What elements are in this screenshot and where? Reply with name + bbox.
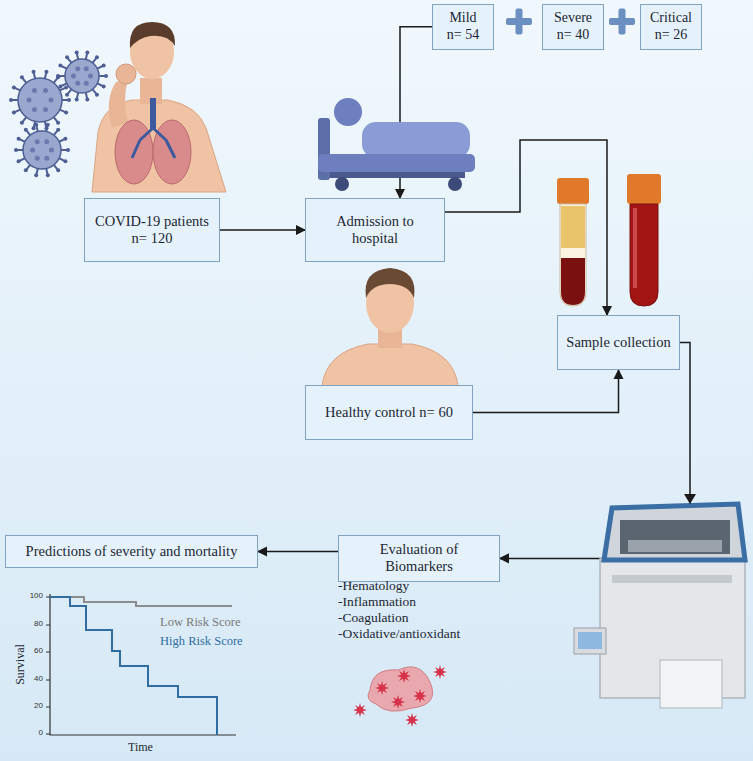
box-text: Admission to hospital bbox=[314, 213, 436, 248]
box-text: Critical n= 26 bbox=[649, 10, 693, 44]
flow-arrow bbox=[220, 229, 305, 231]
biomarker-item: -Oxidative/antioxidant bbox=[338, 626, 460, 642]
process-box: COVID-19 patients n= 120 bbox=[84, 198, 220, 262]
box-text: Sample collection bbox=[566, 334, 670, 351]
axis-title: Survival bbox=[13, 633, 28, 697]
flow-arrow bbox=[473, 370, 619, 413]
flow-arrow bbox=[258, 551, 338, 553]
axis-tick-label: 20 bbox=[14, 701, 43, 710]
box-text: COVID-19 patients n= 120 bbox=[93, 213, 211, 248]
box-text: Healthy control n= 60 bbox=[325, 404, 453, 421]
biomarker-item: -Inflammation bbox=[338, 594, 416, 610]
curve-label: Low Risk Score bbox=[160, 615, 241, 630]
cell-cluster bbox=[353, 665, 447, 727]
virus-particle bbox=[56, 51, 108, 102]
box-text: Predictions of severity and mortality bbox=[26, 543, 238, 560]
hospital-bed bbox=[318, 98, 475, 191]
process-box: Severe n= 40 bbox=[542, 4, 604, 50]
box-text: Mild n= 54 bbox=[441, 10, 485, 44]
box-text: Evaluation of Biomarkers bbox=[347, 541, 491, 576]
curve-label: High Risk Score bbox=[160, 634, 243, 649]
axis-tick-label: 80 bbox=[14, 619, 43, 628]
virus-particle bbox=[9, 70, 71, 131]
patient-figure bbox=[92, 22, 226, 192]
process-box: Sample collection bbox=[557, 315, 680, 370]
process-box: Predictions of severity and mortality bbox=[5, 535, 258, 568]
box-text: Severe n= 40 bbox=[551, 10, 595, 44]
axis-tick-label: 100 bbox=[14, 591, 43, 600]
axis-tick-label: 0 bbox=[14, 728, 43, 737]
process-box: Healthy control n= 60 bbox=[305, 385, 473, 440]
process-box: Evaluation of Biomarkers bbox=[338, 535, 500, 582]
axis-title: Time bbox=[128, 740, 153, 755]
blood-tube bbox=[557, 174, 661, 306]
process-box: Critical n= 26 bbox=[640, 4, 702, 50]
healthy-person-figure bbox=[322, 268, 458, 386]
biomarker-item: -Hematology bbox=[338, 578, 409, 594]
biomarker-item: -Coagulation bbox=[338, 610, 409, 626]
process-box: Admission to hospital bbox=[305, 198, 445, 262]
virus-particle bbox=[14, 123, 70, 178]
process-box: Mild n= 54 bbox=[432, 4, 494, 50]
virus-particles bbox=[9, 51, 108, 178]
analyzer-machine bbox=[574, 494, 745, 708]
